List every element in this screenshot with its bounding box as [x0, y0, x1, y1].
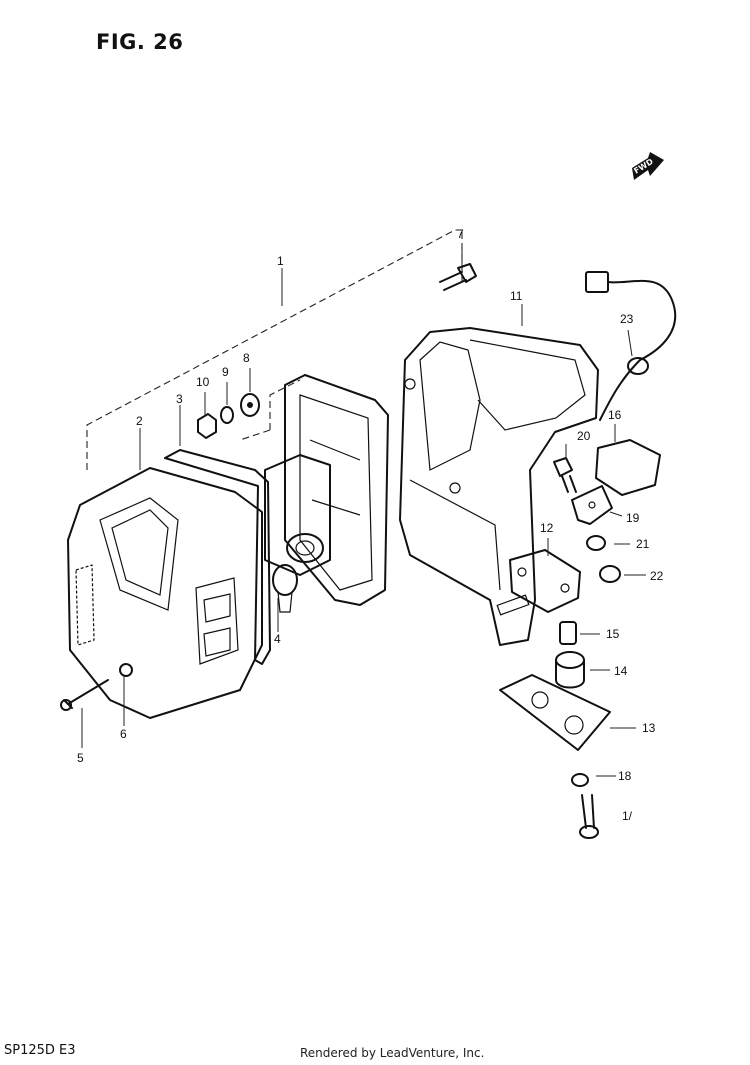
cushion-14: [555, 651, 585, 689]
callout-3: 3: [176, 392, 183, 406]
fender-bracket-11: [399, 327, 599, 646]
callout-4: 4: [274, 632, 281, 646]
figure-title: FIG. 26: [96, 30, 184, 54]
bolt-7: [439, 263, 477, 291]
callout-21: 21: [636, 537, 650, 551]
collar-15: [559, 621, 577, 645]
callout-23: 23: [620, 312, 634, 326]
callout-15: 15: [606, 627, 620, 641]
callout-6: 6: [120, 727, 127, 741]
plate-19: [571, 485, 613, 525]
tail-lamp-lens: [67, 467, 263, 719]
callout-16: 16: [608, 408, 622, 422]
cushion-16: [595, 439, 661, 496]
bolt-20: [553, 457, 577, 493]
leader-lines: [81, 248, 646, 777]
callout-8: 8: [243, 351, 250, 365]
callout-13: 13: [642, 721, 656, 735]
model-code: SP125D E3: [4, 1043, 76, 1058]
callout-9: 9: [222, 365, 229, 379]
bulb-4: [272, 564, 298, 613]
callout-5: 5: [77, 751, 84, 765]
callout-18: 18: [618, 769, 632, 783]
callout-1: 1: [277, 254, 284, 268]
wiring-harness-23: [585, 271, 677, 421]
callout-10: 10: [196, 375, 210, 389]
callout-7: 7: [457, 227, 464, 241]
callout-12: 12: [540, 521, 554, 535]
lamp-base-plate: [264, 374, 389, 606]
nut-10: [197, 413, 217, 439]
callout-20: 20: [577, 429, 591, 443]
callout-2: 2: [136, 414, 143, 428]
forward-arrow-icon: FWD: [632, 152, 664, 180]
rubber-plate-13: [499, 674, 611, 751]
callout-19: 19: [626, 511, 640, 525]
render-credit: Rendered by LeadVenture, Inc.: [300, 1046, 485, 1060]
screw-5: [60, 679, 109, 711]
callout-22: 22: [650, 569, 664, 583]
clamp-12: [509, 549, 581, 613]
grommet-22: [599, 565, 621, 583]
callout-14: 14: [614, 664, 628, 678]
lock-washer-9: [220, 406, 234, 424]
grommet-6: [119, 663, 133, 677]
washer-21: [586, 535, 606, 551]
assembly-group-frame: [86, 229, 463, 470]
washer-18: [571, 773, 589, 787]
lamp-gasket: [164, 449, 271, 665]
screw-17: [579, 794, 599, 839]
callout-17: 1/: [622, 809, 633, 823]
callout-11: 11: [510, 289, 523, 303]
washer-8: [240, 393, 260, 417]
